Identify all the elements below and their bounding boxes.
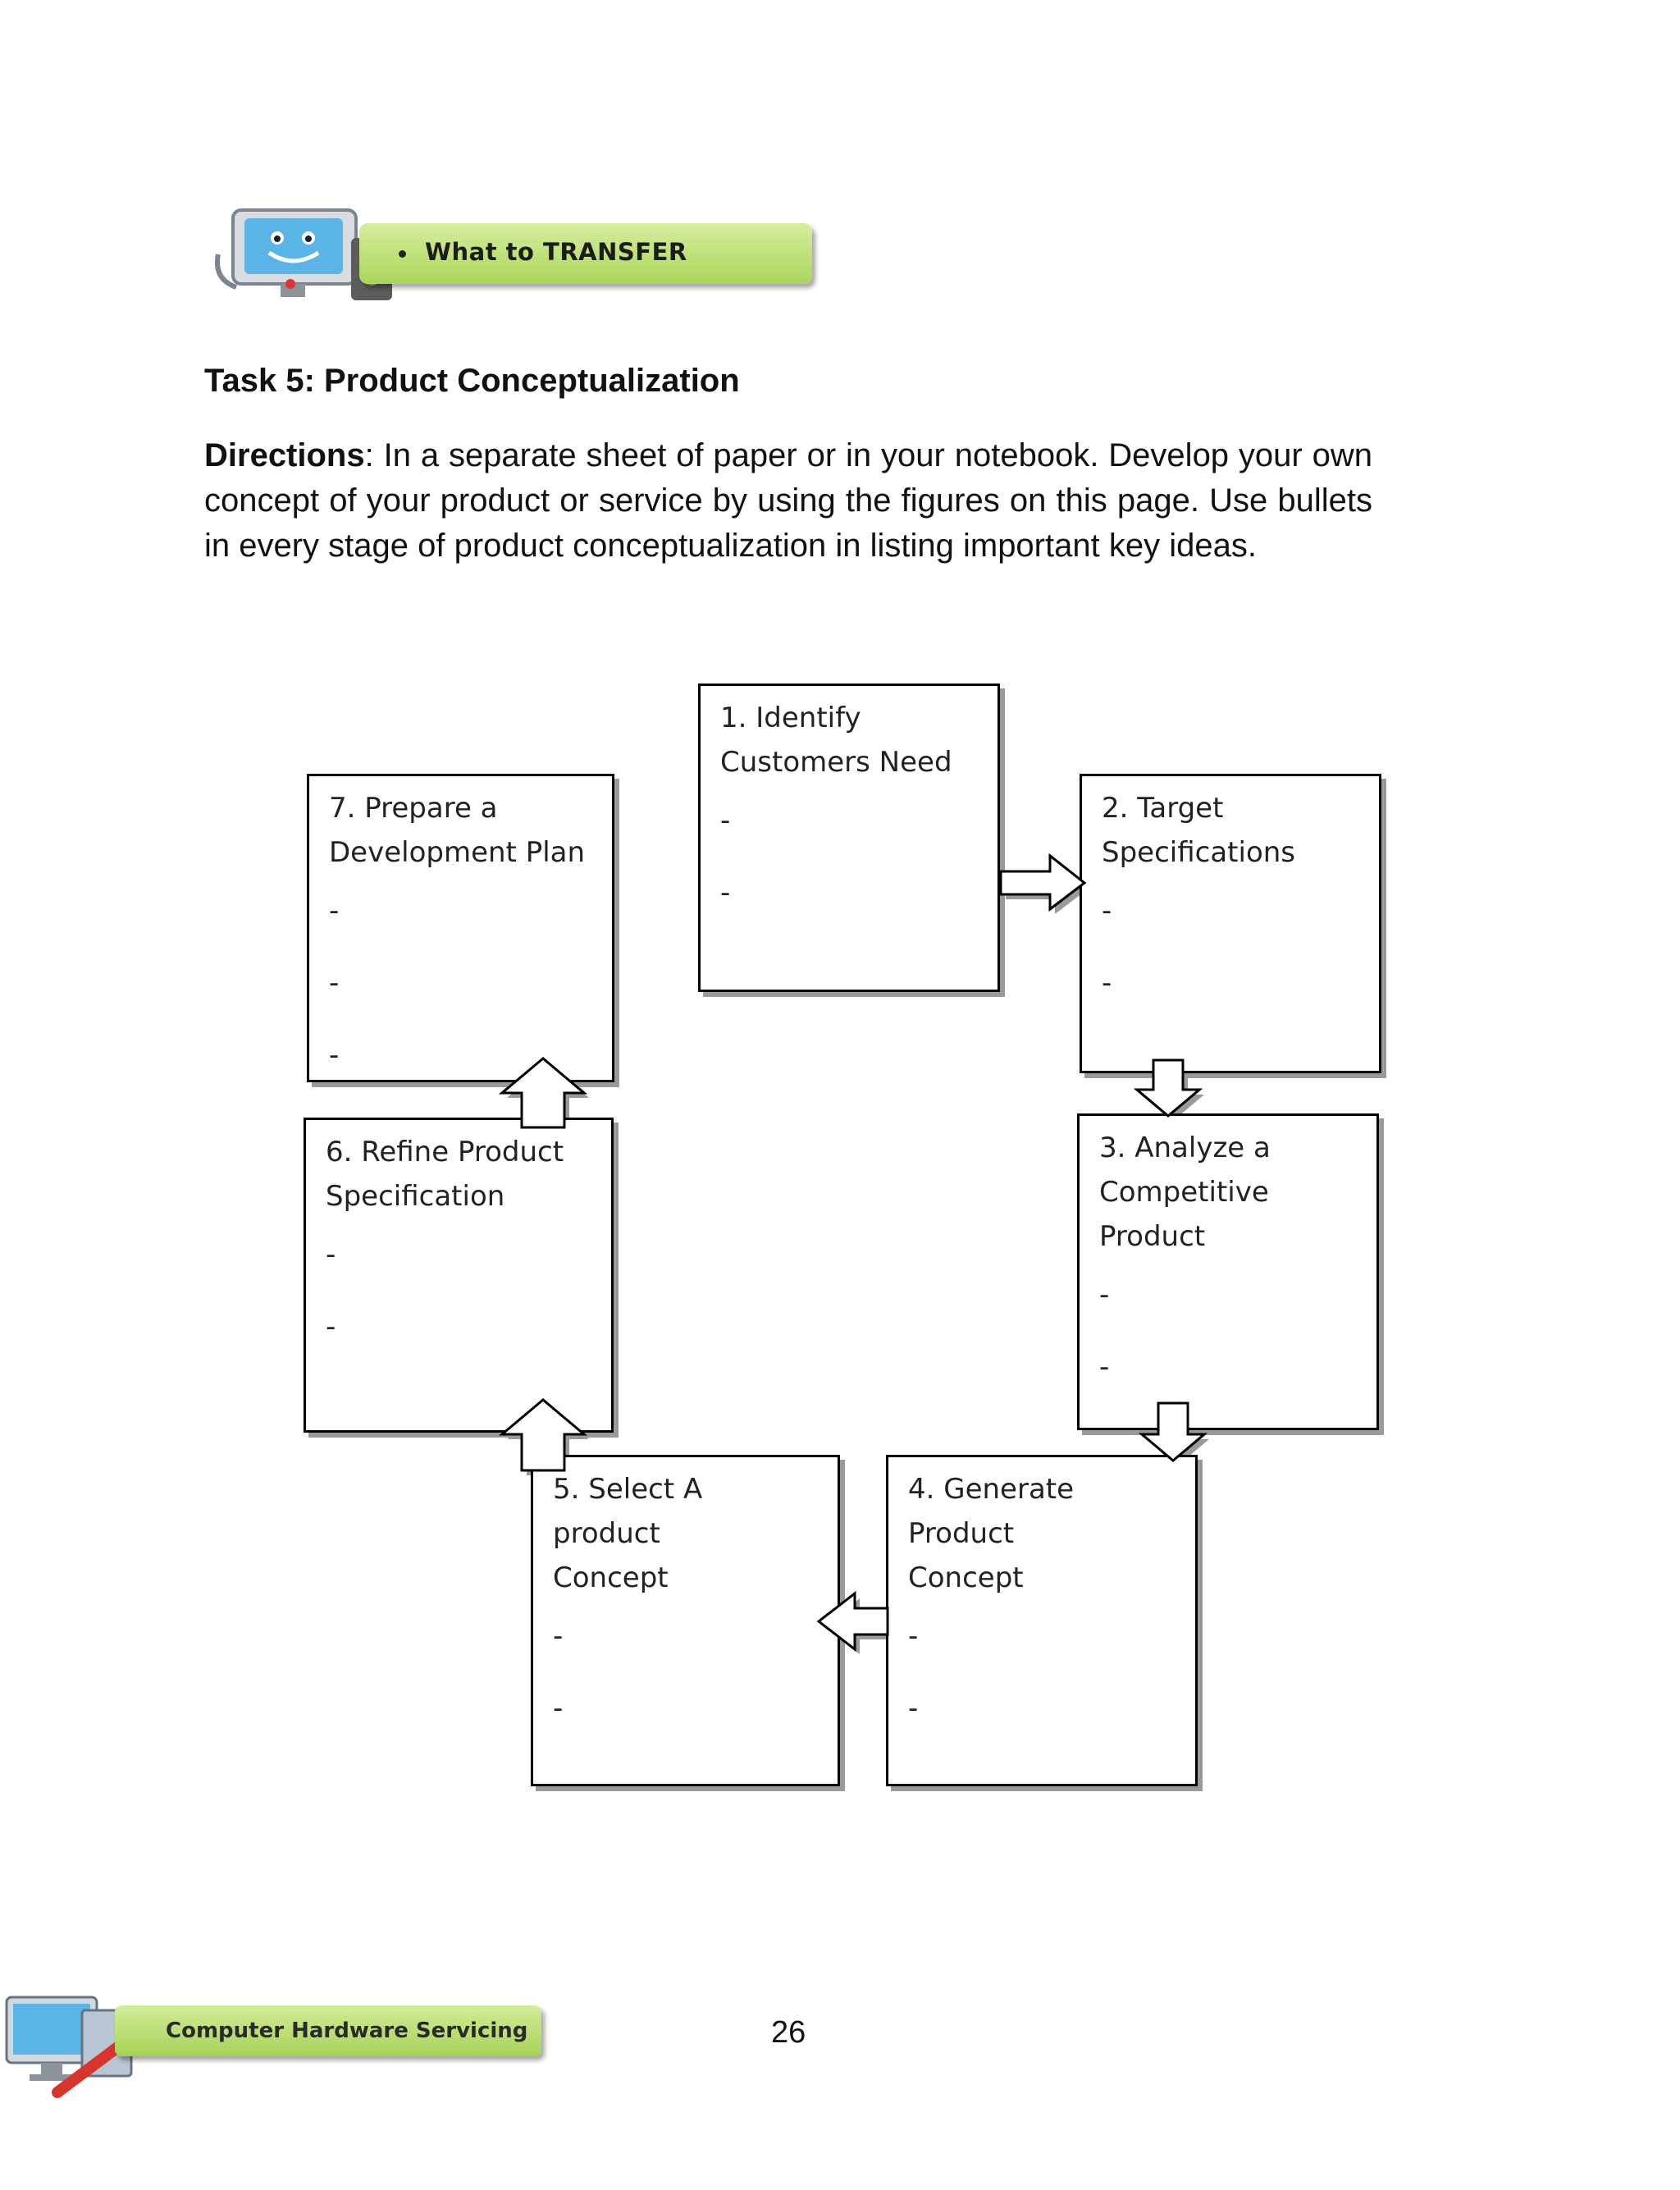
arrow-down-icon — [1142, 1403, 1204, 1461]
arrow-up-icon — [502, 1400, 584, 1470]
footer-label: Computer Hardware Servicing — [166, 2019, 527, 2043]
footer-banner: Computer Hardware Servicing — [0, 1986, 558, 2101]
arrow-right-icon — [1001, 856, 1084, 909]
arrow-down-icon — [1137, 1060, 1199, 1116]
arrow-up-icon — [502, 1058, 584, 1127]
arrow-left-icon — [819, 1593, 888, 1649]
page-number: 26 — [771, 2015, 806, 2051]
